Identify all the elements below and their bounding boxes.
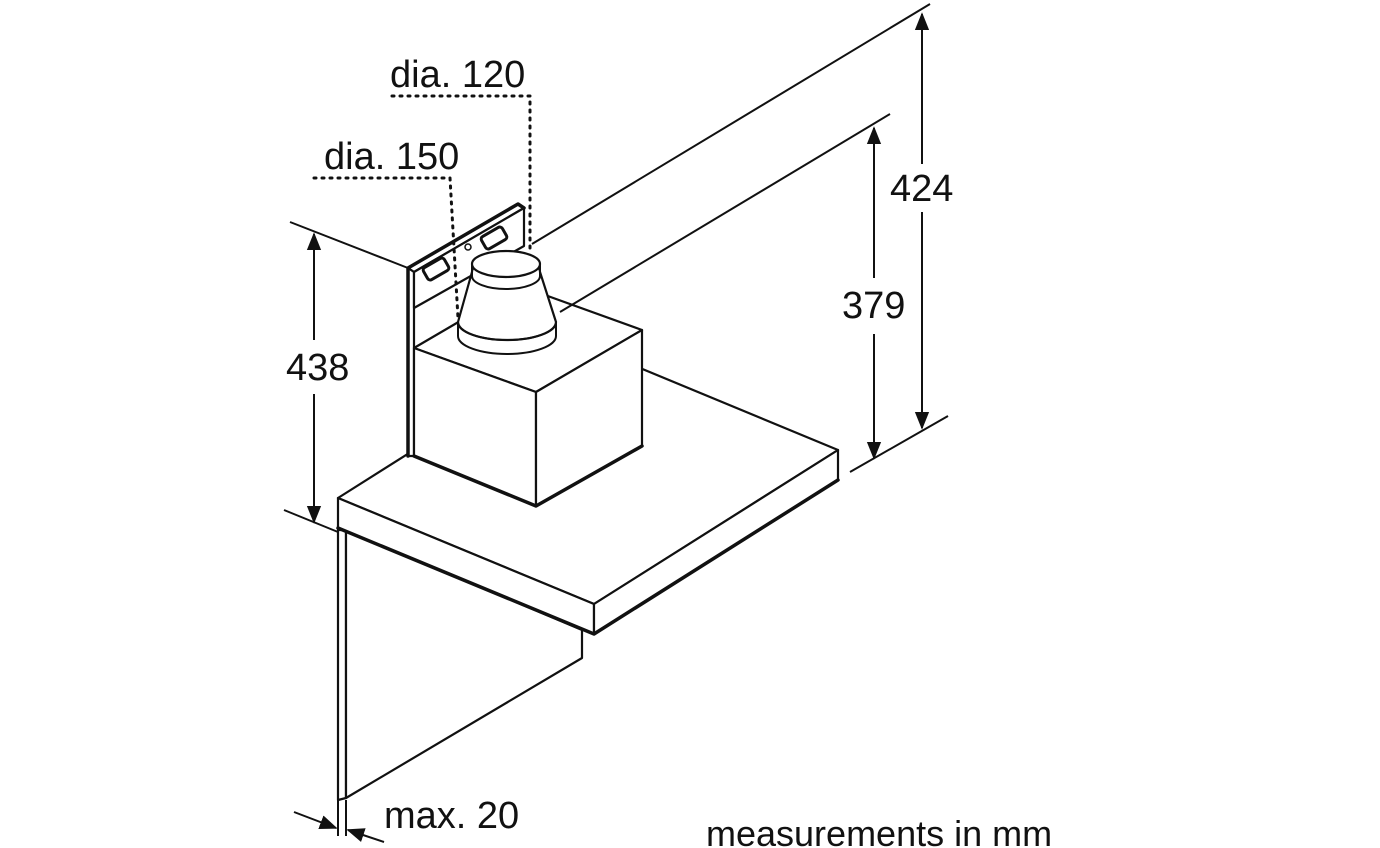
label-dim-438: 438 [286,347,349,389]
bracket-slot-right [479,225,509,251]
leader-dia-150 [312,176,460,320]
dimension-lines [293,12,930,843]
units-note: measurements in mm [706,813,1052,848]
dim-line-max20-right [346,828,385,843]
wall-panel [336,528,584,802]
duct-collar [456,249,558,355]
label-dia-120: dia. 120 [390,54,525,96]
label-dim-379: 379 [842,285,905,327]
label-dim-424: 424 [890,168,953,210]
label-dia-150: dia. 150 [324,136,459,178]
dim-line-max20-left [293,811,338,829]
extension-lines [283,3,949,836]
mounting-bracket [406,202,526,458]
label-dim-max20: max. 20 [384,795,519,837]
leader-dia-120 [390,94,532,254]
bracket-hole [464,243,472,251]
diameter-leaders [312,94,532,320]
dimension-labels: dia. 120 dia. 150 424 379 438 max. 20 me… [286,54,1052,848]
bracket-slot-left [421,256,451,282]
